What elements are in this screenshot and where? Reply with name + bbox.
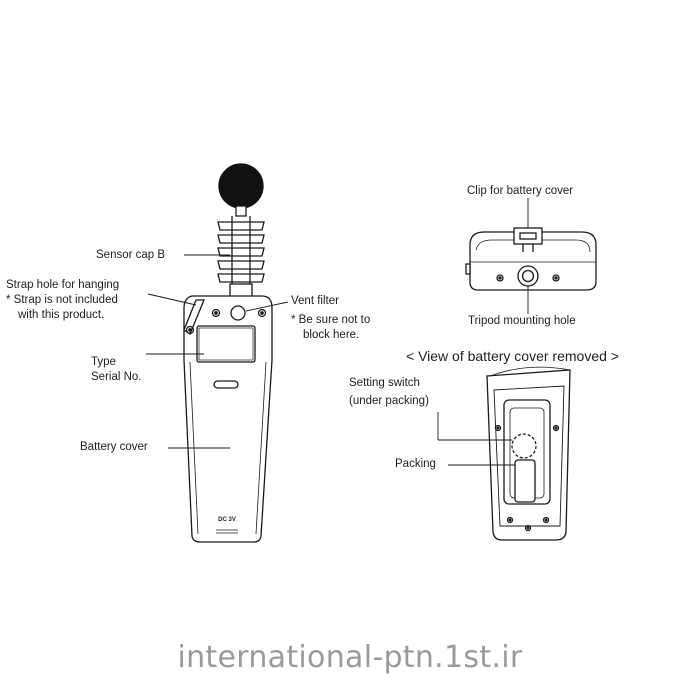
- strap-hole-title: Strap hole for hanging: [6, 279, 120, 291]
- type-serial-plate: [196, 325, 256, 363]
- sensor-cap-b: [217, 205, 265, 299]
- setting-switch-title: Setting switch: [349, 377, 420, 389]
- leader-lines: [146, 198, 529, 466]
- strap-hole-label: Strap hole for hanging * Strap is not in…: [6, 278, 119, 323]
- battery-removed-view: [486, 366, 571, 541]
- setting-switch-note: (under packing): [349, 395, 429, 407]
- sensor-cap-label: Sensor cap B: [96, 249, 166, 261]
- setting-switch: [511, 433, 537, 459]
- battery-removed-heading: < View of battery cover removed >: [406, 348, 619, 364]
- vent-filter: [230, 305, 246, 321]
- battery-cover-label: Battery cover: [80, 441, 148, 453]
- vent-filter-title: Vent filter: [291, 295, 339, 307]
- packing: [514, 459, 536, 503]
- type-label: Type: [91, 356, 116, 368]
- strap-note-line-2: with this product.: [18, 309, 105, 321]
- packing-label: Packing: [395, 458, 436, 470]
- battery-cover-clip: [513, 227, 543, 252]
- vent-note-line-2: block here.: [303, 329, 360, 341]
- bottom-view-device: [465, 227, 597, 291]
- watermark-text: international-ptn.1st.ir: [177, 640, 523, 675]
- vent-note-line-1: * Be sure not to: [291, 314, 371, 326]
- dc-voltage-marking: DC 3V: [218, 517, 236, 523]
- vent-filter-label: Vent filter * Be sure not to block here.: [291, 294, 370, 343]
- clip-label: Clip for battery cover: [467, 185, 574, 197]
- globe-sensor-ball: [218, 163, 264, 209]
- main-device: [183, 163, 273, 543]
- serial-no-label: Serial No.: [91, 371, 142, 383]
- tripod-mounting-hole: [517, 265, 539, 287]
- setting-switch-label: Setting switch (under packing): [349, 376, 429, 409]
- type-serial-label: Type Serial No.: [91, 355, 142, 385]
- strap-note-line-1: * Strap is not included: [6, 294, 118, 306]
- tripod-label: Tripod mounting hole: [468, 315, 576, 327]
- battery-cover-latch: [213, 380, 239, 389]
